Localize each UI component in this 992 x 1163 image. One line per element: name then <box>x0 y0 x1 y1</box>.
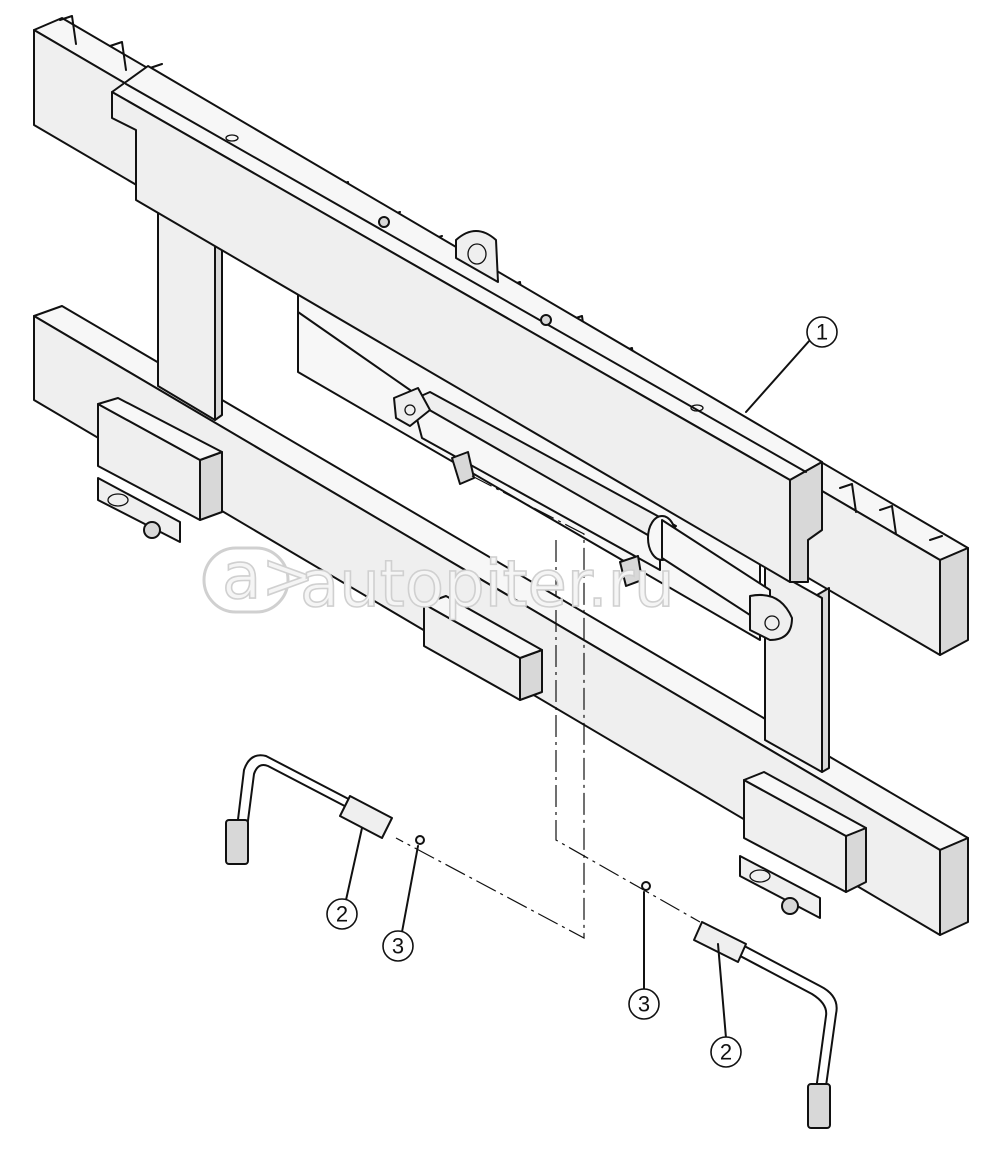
hydraulic-hose-right <box>693 921 838 1129</box>
assembly-lines <box>395 475 701 939</box>
callout-3-left: 3 <box>382 845 419 962</box>
svg-text:2: 2 <box>336 902 348 927</box>
side-shifter-frame <box>111 65 830 773</box>
slide-pad-right <box>739 771 867 919</box>
svg-text:1: 1 <box>816 320 828 345</box>
watermark: a> autopiter.ru <box>202 539 675 623</box>
callout-1: 1 <box>745 316 838 413</box>
o-ring-left <box>415 835 425 845</box>
watermark-text: autopiter.ru <box>300 548 675 622</box>
svg-text:2: 2 <box>720 1040 732 1065</box>
watermark-badge <box>202 546 290 614</box>
hydraulic-cylinder <box>297 311 793 641</box>
watermark-badge-text: a> <box>222 540 315 614</box>
hydraulic-hose-left <box>225 754 393 865</box>
callout-3-right: 3 <box>628 891 660 1020</box>
o-ring-right <box>641 881 651 891</box>
slide-pad-left <box>97 397 223 543</box>
callout-2-left: 2 <box>326 827 363 930</box>
slide-pad-center <box>423 595 543 701</box>
callout-2-right: 2 <box>710 943 742 1068</box>
svg-text:3: 3 <box>392 934 404 959</box>
svg-text:3: 3 <box>638 992 650 1017</box>
